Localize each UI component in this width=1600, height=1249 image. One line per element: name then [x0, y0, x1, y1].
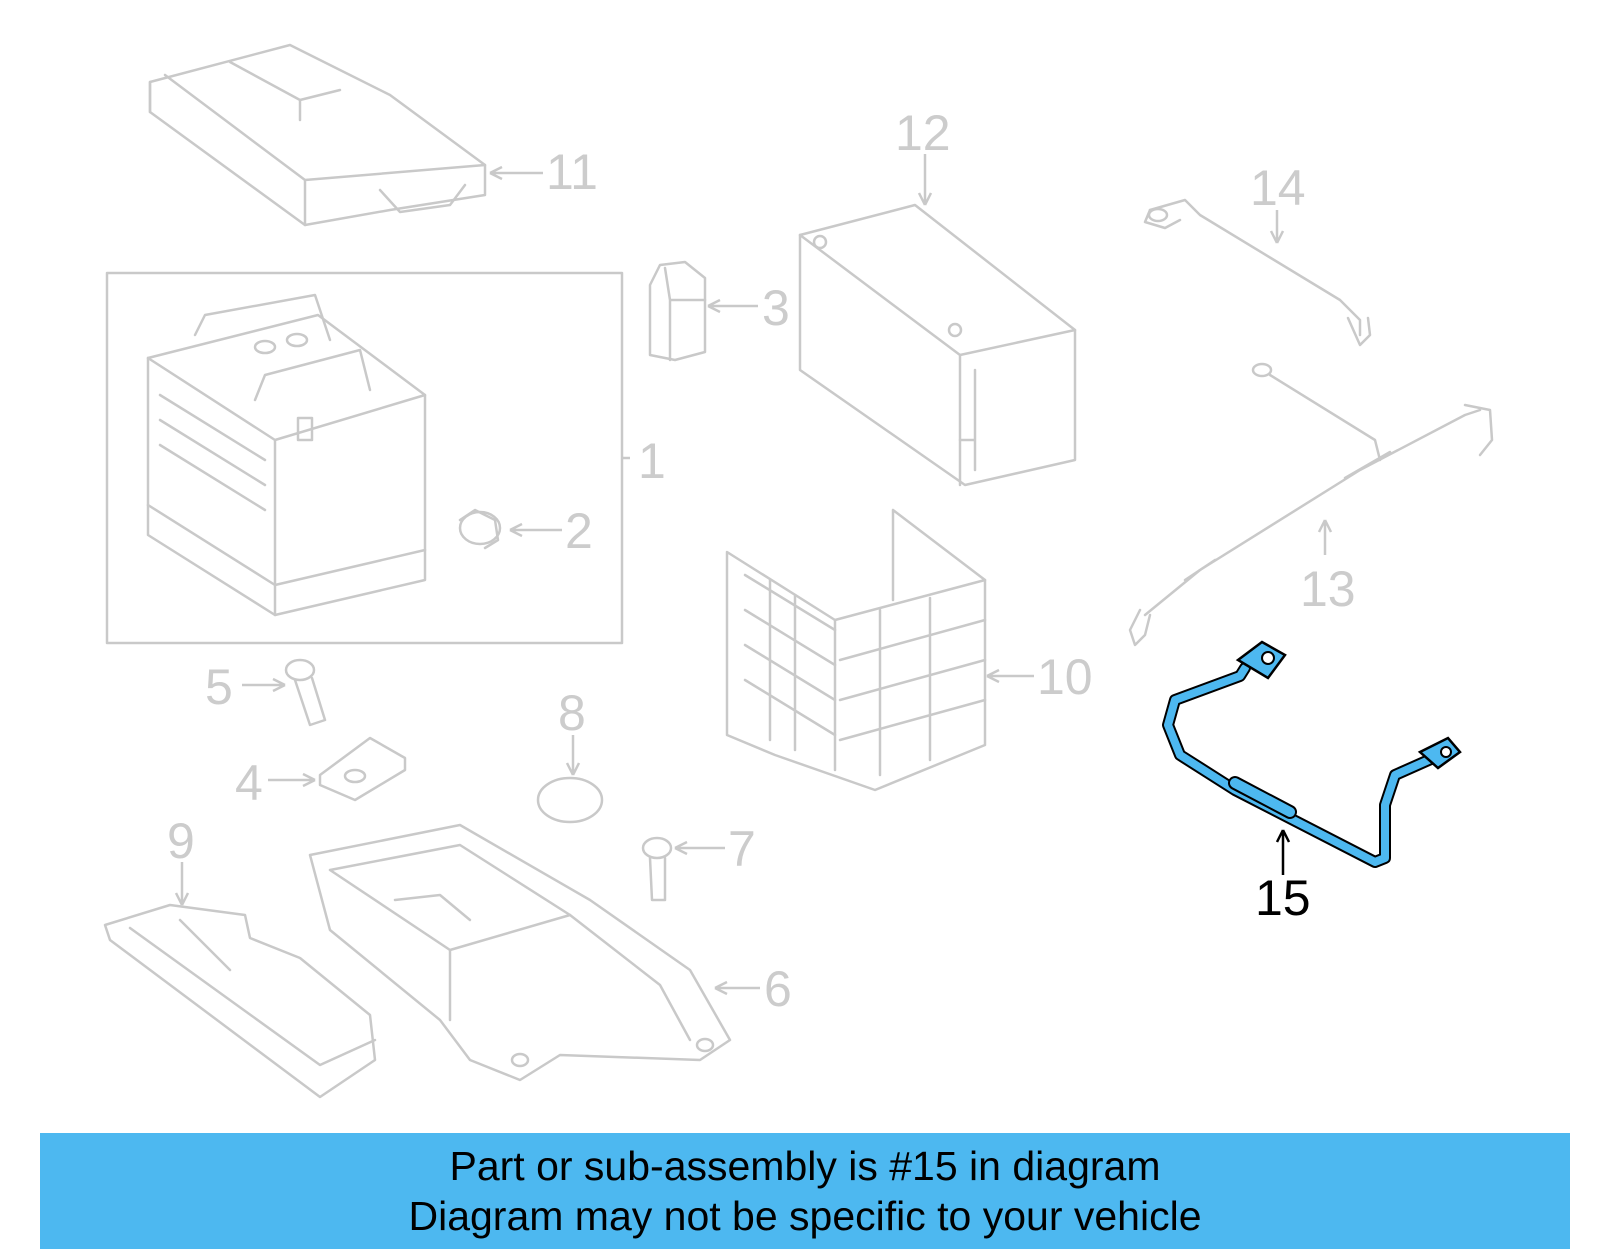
banner-line-1: Part or sub-assembly is #15 in diagram — [449, 1143, 1161, 1189]
callout-14: 14 — [1250, 160, 1306, 216]
part-9-insulator[interactable] — [103, 903, 377, 1099]
part-2-plug[interactable] — [458, 508, 502, 550]
callout-9: 9 — [167, 813, 195, 869]
callout-7: 7 — [728, 821, 756, 877]
callout-10: 10 — [1037, 649, 1093, 705]
part-3-terminal-cap[interactable] — [648, 260, 707, 362]
callout-15: 15 — [1255, 870, 1311, 926]
part-1-battery-assembly[interactable] — [105, 271, 630, 645]
part-7-bolt[interactable] — [641, 836, 673, 902]
callout-4: 4 — [235, 755, 263, 811]
part-11-battery-cover[interactable] — [148, 43, 487, 227]
part-8-oring[interactable] — [536, 776, 604, 824]
part-13-cable-harness[interactable] — [1128, 362, 1494, 647]
callout-11: 11 — [546, 144, 598, 200]
callout-13: 13 — [1300, 561, 1356, 617]
banner-line-2: Diagram may not be specific to your vehi… — [408, 1193, 1202, 1239]
info-banner: Part or sub-assembly is #15 in diagram D… — [40, 1133, 1570, 1249]
part-6-battery-tray[interactable] — [308, 823, 732, 1082]
callout-2: 2 — [565, 503, 593, 559]
callout-3: 3 — [762, 280, 790, 336]
callout-12: 12 — [895, 105, 951, 161]
part-14-cable[interactable] — [1143, 198, 1372, 347]
callout-5: 5 — [205, 659, 233, 715]
part-5-bolt[interactable] — [284, 658, 327, 727]
part-4-bracket[interactable] — [318, 736, 407, 802]
callout-1: 1 — [638, 433, 666, 489]
part-15-ground-cable[interactable] — [1162, 640, 1462, 868]
part-10-tray-liner[interactable] — [725, 508, 987, 792]
callout-8: 8 — [558, 685, 586, 741]
callout-6: 6 — [764, 961, 792, 1017]
part-12-battery[interactable] — [798, 203, 1077, 487]
